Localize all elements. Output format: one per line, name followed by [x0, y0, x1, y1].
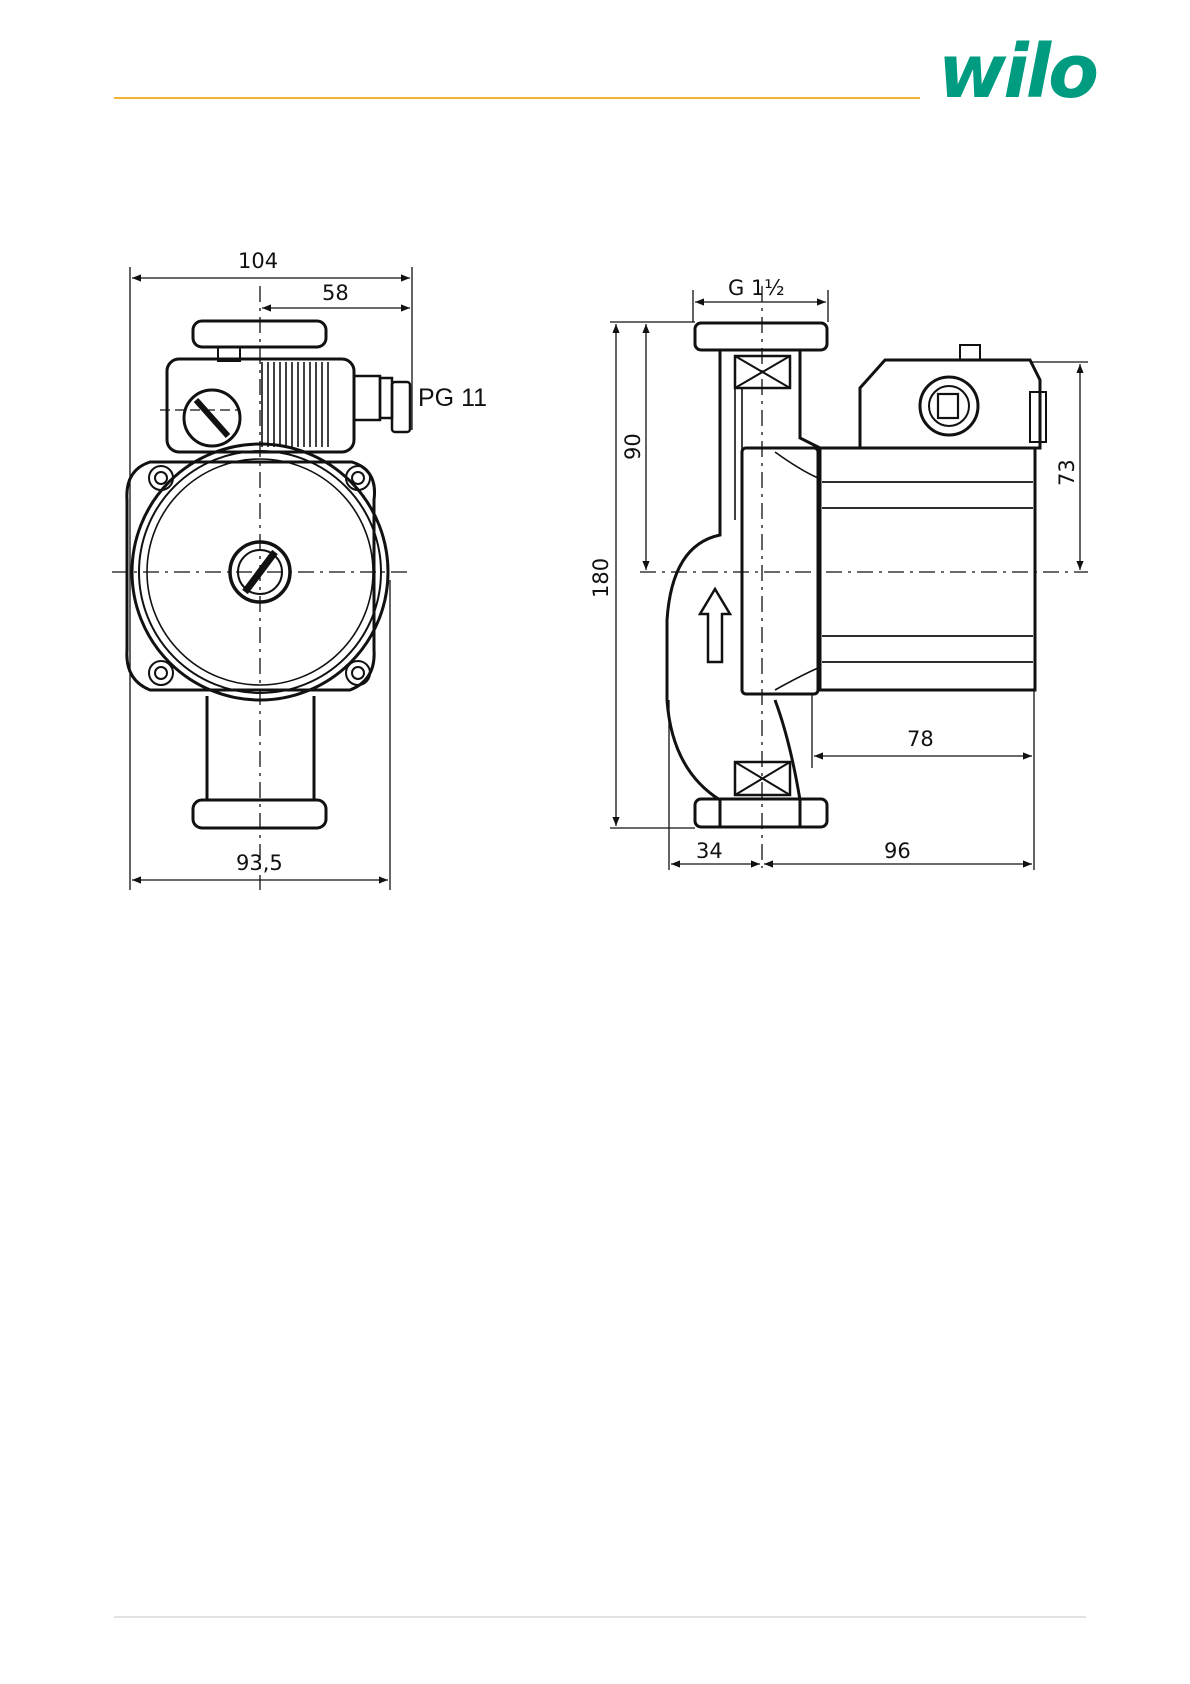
dim-inlet-offset: 34: [696, 839, 723, 863]
side-bottom-flange: [695, 799, 827, 827]
side-top-flange: [695, 323, 827, 350]
dim-overall-width: 104: [238, 249, 278, 273]
dim-half-width: 58: [322, 281, 349, 305]
cable-gland-label: PG 11: [418, 384, 487, 412]
side-view: [640, 286, 1088, 868]
dim-total-height: 180: [589, 558, 613, 598]
motor-body: [820, 448, 1035, 690]
flow-direction-arrow: [700, 589, 730, 662]
dim-base-width: 93,5: [236, 851, 283, 875]
terminal-box-ribs: [262, 362, 328, 447]
dim-thread: G 1½: [728, 276, 785, 300]
side-dimensions: [610, 290, 1088, 870]
dim-motor-length: 78: [907, 727, 934, 751]
dim-center-height: 90: [621, 433, 645, 460]
brand-logo: wilo: [938, 29, 1097, 115]
motor-flange: [742, 448, 818, 694]
cable-gland: [354, 376, 380, 420]
dim-box-height: 73: [1055, 459, 1079, 486]
dim-body-length: 96: [884, 839, 911, 863]
front-view: [112, 286, 410, 890]
